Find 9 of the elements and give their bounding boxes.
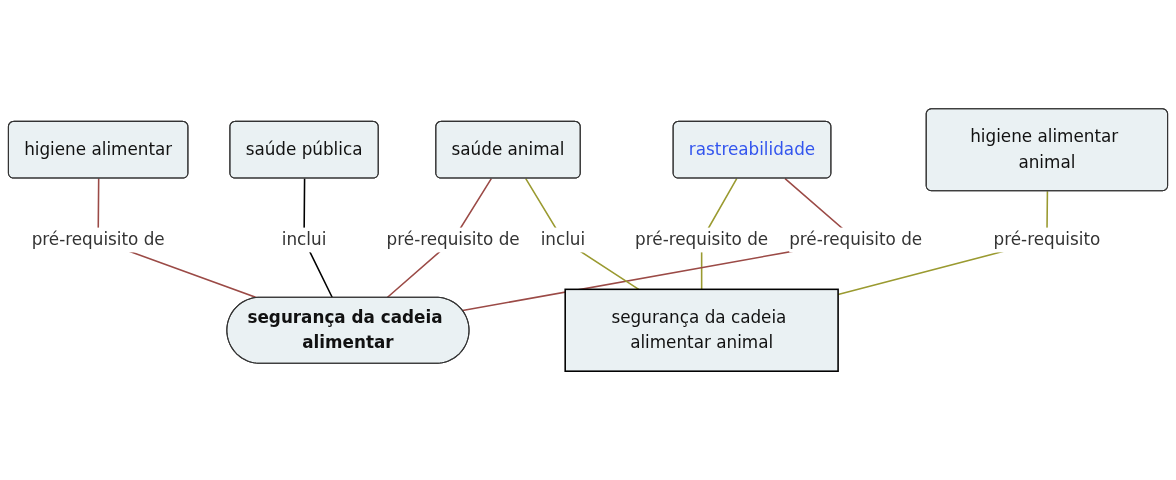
edge-label: inclui	[540, 229, 586, 250]
connector	[525, 177, 640, 291]
edge-label: pré-requisito de	[789, 229, 923, 250]
node-box: segurança da cadeia alimentar animal	[564, 288, 839, 372]
edge-label: pré-requisito de	[635, 229, 769, 250]
edge-label: pré-requisito	[993, 229, 1101, 250]
edge-label: pré-requisito de	[386, 229, 520, 250]
edge-label: pré-requisito de	[31, 229, 165, 250]
edge-label: inclui	[281, 229, 327, 250]
